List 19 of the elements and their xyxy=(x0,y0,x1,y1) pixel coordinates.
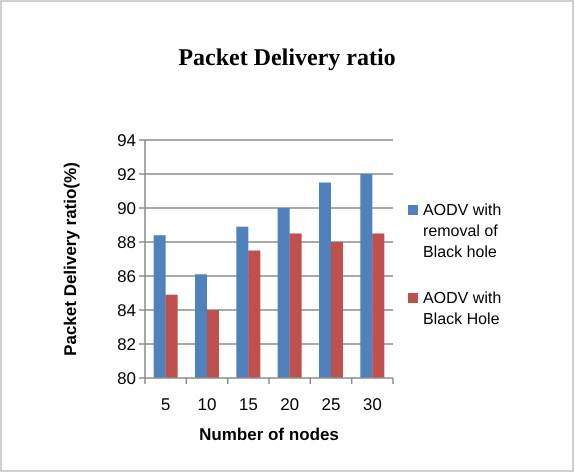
tick-label: 90 xyxy=(117,199,136,218)
tick-label: 88 xyxy=(117,233,136,252)
axis-title: Number of nodes xyxy=(199,425,339,444)
tick-label: 5 xyxy=(160,395,170,414)
tick-label: 80 xyxy=(117,369,136,388)
legend-label: AODV with Black Hole xyxy=(423,289,502,330)
tick-label: 82 xyxy=(117,335,136,354)
tick-label: 20 xyxy=(280,395,300,414)
axis-title: Packet Delivery ratio(%) xyxy=(61,162,80,356)
tick-label: 10 xyxy=(198,395,216,414)
tick-label: 92 xyxy=(117,165,136,184)
chart-title: Packet Delivery ratio xyxy=(178,45,396,71)
tick-label: 15 xyxy=(238,395,258,414)
tick-label: 25 xyxy=(322,395,340,414)
tick-label: 86 xyxy=(117,267,136,286)
tick-label: 84 xyxy=(117,301,136,320)
tick-label: 94 xyxy=(117,131,136,150)
legend-label: AODV with removal of Black hole xyxy=(423,201,502,263)
tick-label: 30 xyxy=(362,395,382,414)
